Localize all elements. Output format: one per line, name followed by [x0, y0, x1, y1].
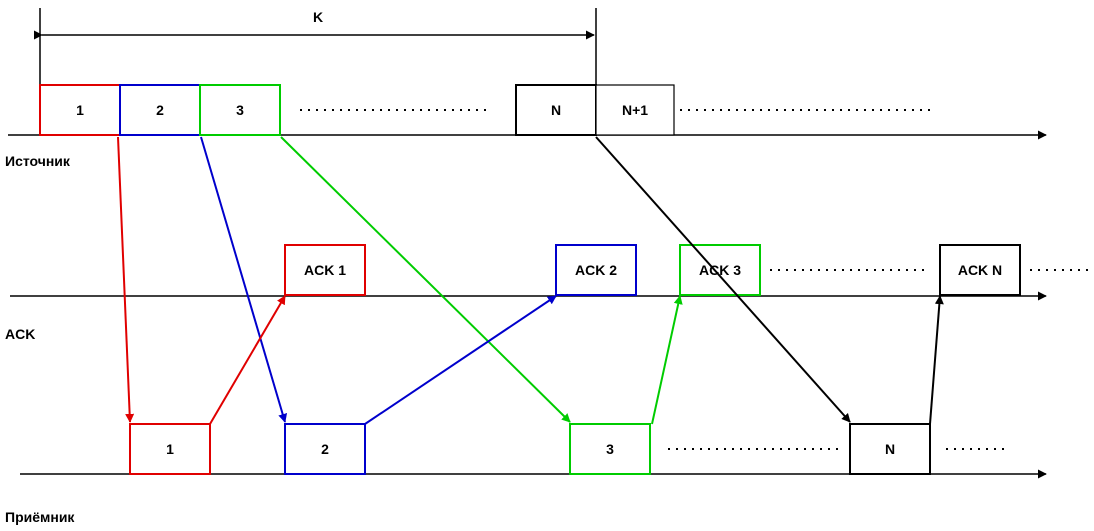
receiver-packet-1-label: 1: [166, 441, 174, 457]
source-packet-n-label: N: [551, 102, 561, 118]
ack-arrow-1: [209, 295, 286, 425]
ack-packet-2: ACK 2: [555, 244, 637, 296]
source-packet-n-plus-1-label: N+1: [622, 102, 648, 118]
ack-packet-1-label: ACK 1: [304, 262, 346, 278]
data-arrow-1: [117, 136, 135, 423]
ack-packet-n-label: ACK N: [958, 262, 1002, 278]
source-packet-n-plus-1: N+1: [595, 84, 675, 136]
ack-packet-n: ACK N: [939, 244, 1021, 296]
receiver-lane-label: Приёмник: [5, 509, 75, 525]
receiver-packet-3-label: 3: [606, 441, 614, 457]
source-packet-3-label: 3: [236, 102, 244, 118]
data-arrow-n: [595, 136, 851, 423]
receiver-packet-n-label: N: [885, 441, 895, 457]
ack-packet-1: ACK 1: [284, 244, 366, 296]
ack-packet-3-label: ACK 3: [699, 262, 741, 278]
source-packet-1-label: 1: [76, 102, 84, 118]
source-packet-2: 2: [119, 84, 201, 136]
receiver-packet-2: 2: [284, 423, 366, 475]
ack-packet-2-label: ACK 2: [575, 262, 617, 278]
window-k: K: [33, 8, 597, 86]
source-packet-n: N: [515, 84, 597, 136]
ack-arrow-2: [364, 295, 557, 425]
source-packet-3: 3: [199, 84, 281, 136]
data-arrow-2: [200, 136, 288, 423]
source-packet-1: 1: [39, 84, 121, 136]
ack-arrow-n: [929, 295, 944, 425]
window-k-label: K: [313, 9, 323, 25]
receiver-packet-2-label: 2: [321, 441, 329, 457]
data-arrow-3: [280, 136, 571, 423]
ack-arrow-3: [651, 295, 683, 425]
ack-packet-3: ACK 3: [679, 244, 761, 296]
receiver-packet-n: N: [849, 423, 931, 475]
source-packet-2-label: 2: [156, 102, 164, 118]
source-lane-label: Источник: [5, 153, 71, 169]
receiver-packet-1: 1: [129, 423, 211, 475]
ack-lane-label: ACK: [5, 326, 35, 342]
receiver-packet-3: 3: [569, 423, 651, 475]
